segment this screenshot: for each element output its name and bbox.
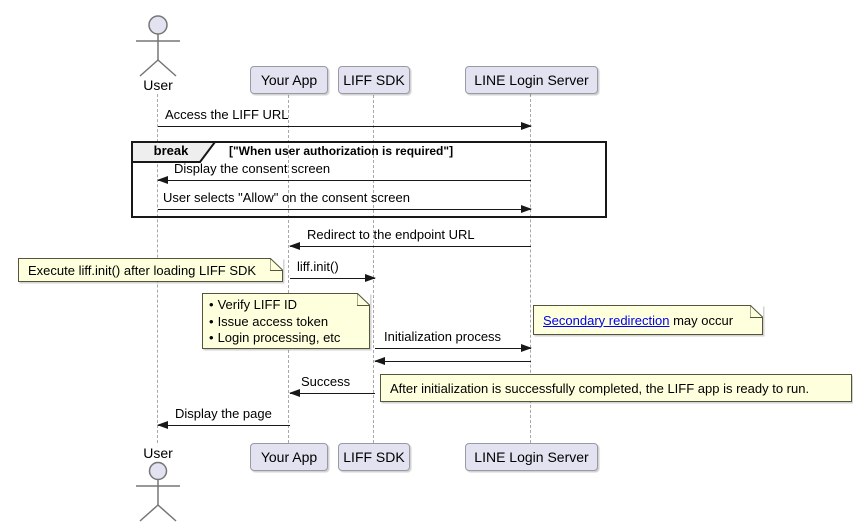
break-frame-condition: ["When user authorization is required"] <box>229 144 454 158</box>
note-after-init-text: After initialization is successfully com… <box>390 380 810 396</box>
break-frame: break ["When user authorization is requi… <box>131 141 607 218</box>
participant-line-login-server-bottom: LINE Login Server <box>465 443 598 471</box>
arrowhead-left-icon <box>289 242 300 250</box>
message-user-allows-line <box>158 205 532 213</box>
arrowhead-left-icon <box>374 357 385 365</box>
note-fold-icon <box>750 305 763 318</box>
arrowhead-left-icon <box>157 176 168 184</box>
message-access-liff-url-line <box>158 122 532 130</box>
message-redirect-endpoint-line <box>289 242 531 250</box>
user-actor-icon <box>136 461 180 522</box>
user-actor-icon <box>136 15 180 77</box>
participant-your-app-top: Your App <box>250 66 328 94</box>
message-success-line <box>289 389 375 397</box>
participant-line-login-server-top: LINE Login Server <box>465 66 598 94</box>
message-liff-init-line <box>290 274 376 282</box>
arrowhead-left-icon <box>157 421 168 429</box>
note-secondary-redirection: Secondary redirection may occur <box>533 305 763 335</box>
message-display-page-label: Display the page <box>175 406 272 421</box>
message-display-consent-line <box>157 176 531 184</box>
arrowhead-left-icon <box>289 389 300 397</box>
message-display-page-line <box>157 421 290 429</box>
break-frame-keyword: break <box>153 143 189 158</box>
note-sdk-task-token: Issue access token <box>209 314 363 331</box>
lifeline-liff-sdk <box>373 95 374 443</box>
secondary-redirection-link[interactable]: Secondary redirection <box>543 312 670 328</box>
message-init-process-label: Initialization process <box>384 329 502 344</box>
note-after-init: After initialization is successfully com… <box>380 374 852 402</box>
participant-your-app-bottom-label: Your App <box>260 449 318 465</box>
participant-liff-sdk-top-label: LIFF SDK <box>343 72 405 88</box>
break-frame-pentagon-icon <box>131 141 217 163</box>
note-execute-liff-init-text: Execute liff.init() after loading LIFF S… <box>28 262 257 278</box>
message-redirect-endpoint-label: Redirect to the endpoint URL <box>307 227 475 242</box>
message-user-allows-label: User selects "Allow" on the consent scre… <box>163 190 410 205</box>
arrowhead-right-icon <box>521 344 532 352</box>
message-init-return-line <box>374 357 531 365</box>
note-sdk-task-verify: Verify LIFF ID <box>209 297 363 314</box>
lifeline-your-app <box>288 95 289 443</box>
note-fold-icon <box>270 258 283 271</box>
participant-liff-sdk-bottom: LIFF SDK <box>338 443 410 471</box>
participant-liff-sdk-top: LIFF SDK <box>338 66 410 94</box>
participant-user-top-label: User <box>143 77 173 93</box>
note-secondary-redirection-text: may occur <box>669 312 734 328</box>
message-access-liff-url-label: Access the LIFF URL <box>165 107 289 122</box>
arrowhead-right-icon <box>521 122 532 130</box>
note-execute-liff-init: Execute liff.init() after loading LIFF S… <box>18 258 283 282</box>
participant-your-app-top-label: Your App <box>260 72 318 88</box>
arrowhead-right-icon <box>365 274 376 282</box>
message-liff-init-label: liff.init() <box>297 259 339 274</box>
message-success-label: Success <box>301 374 351 389</box>
note-sdk-tasks: Verify LIFF ID Issue access token Login … <box>202 293 370 349</box>
note-fold-icon <box>357 293 370 306</box>
message-init-process-line <box>375 344 532 352</box>
participant-liff-sdk-bottom-label: LIFF SDK <box>343 449 405 465</box>
participant-line-login-server-top-label: LINE Login Server <box>474 72 589 88</box>
participant-user-bottom-label: User <box>143 445 173 461</box>
note-sdk-task-login: Login processing, etc <box>209 330 363 347</box>
participant-line-login-server-bottom-label: LINE Login Server <box>474 449 589 465</box>
lifeline-line-login-server <box>530 94 531 443</box>
message-display-consent-label: Display the consent screen <box>174 161 331 176</box>
arrowhead-right-icon <box>521 205 532 213</box>
participant-your-app-bottom: Your App <box>250 443 328 471</box>
